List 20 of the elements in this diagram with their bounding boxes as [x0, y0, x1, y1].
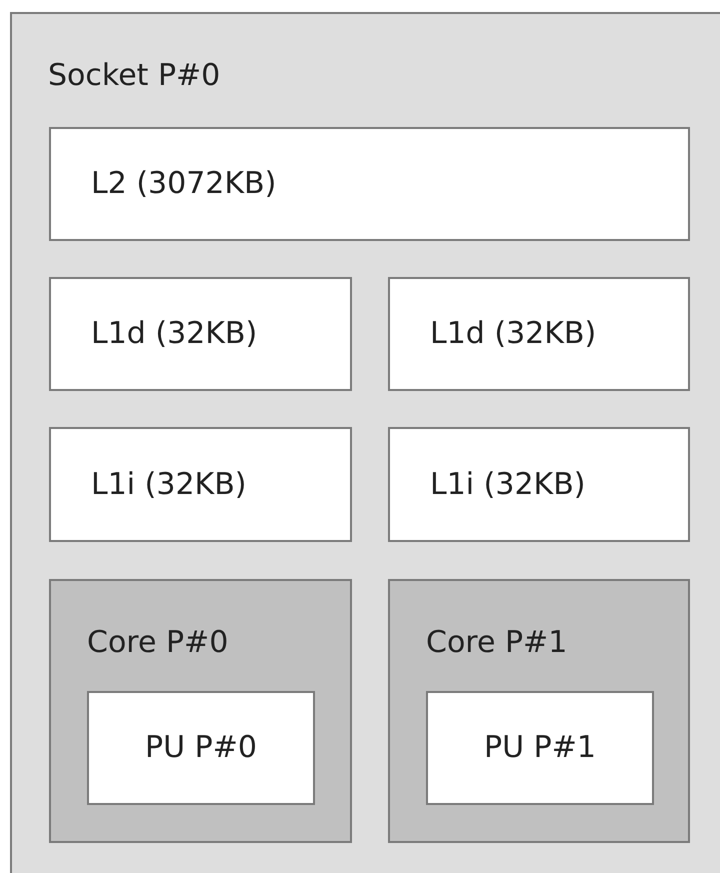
heading-label: Core P#0	[87, 625, 228, 661]
cache-box	[49, 127, 690, 241]
core-panel	[49, 579, 352, 843]
socket-panel	[10, 12, 720, 873]
node-label: L1d (32KB)	[430, 316, 596, 352]
node-label: L1i (32KB)	[91, 466, 247, 502]
heading-label: Core P#1	[426, 625, 568, 661]
node-label: L1d (32KB)	[91, 316, 258, 352]
cache-box	[49, 277, 352, 391]
heading-label: Socket P#0	[48, 58, 220, 94]
node-label: PU P#0	[144, 730, 258, 766]
core-panel	[388, 579, 690, 843]
pu-box	[87, 691, 315, 805]
cache-box	[388, 277, 690, 391]
node-label: L2 (3072KB)	[91, 166, 276, 202]
node-label: PU P#1	[483, 730, 597, 766]
cache-box	[388, 427, 690, 542]
cache-box	[49, 427, 352, 542]
pu-box	[426, 691, 654, 805]
node-label: L1i (32KB)	[430, 466, 586, 502]
